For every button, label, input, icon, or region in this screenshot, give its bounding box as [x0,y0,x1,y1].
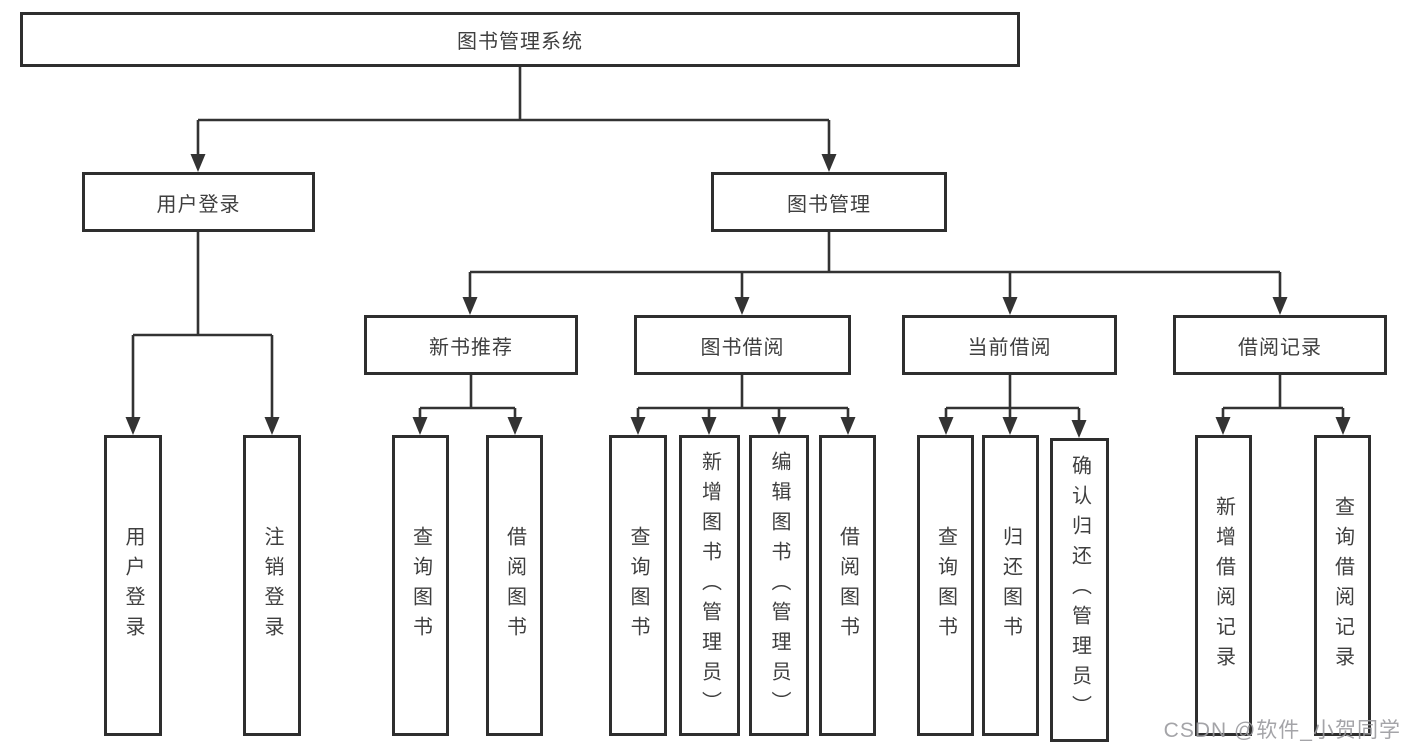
node-user-login: 用户登录 [82,172,315,232]
leaf-user-login: 用户登录 [104,435,162,736]
leaf-borrow-books-2: 借阅图书 [819,435,876,736]
leaf-confirm-return-admin: 确认归还（管理员） [1050,438,1109,742]
node-current-borrowing: 当前借阅 [902,315,1117,375]
node-label: 查询借阅记录 [1331,495,1354,676]
leaf-return-books: 归还图书 [982,435,1039,736]
node-label: 新增借阅记录 [1212,495,1235,676]
leaf-query-borrow-record: 查询借阅记录 [1314,435,1371,736]
node-label: 新书推荐 [429,336,513,359]
node-label: 注销登录 [261,525,283,646]
node-label: 查询图书 [934,525,957,646]
node-label: 图书借阅 [700,336,785,359]
leaf-query-books-3: 查询图书 [917,435,974,736]
leaf-add-books-admin: 新增图书（管理员） [679,435,740,736]
node-label: 查询图书 [409,525,432,646]
node-label: 用户登录 [122,525,144,646]
node-label: 借阅图书 [836,525,859,646]
csdn-watermark: CSDN @软件_小贺同学 [1163,719,1401,742]
leaf-edit-books-admin: 编辑图书（管理员） [749,435,809,736]
leaf-add-borrow-record: 新增借阅记录 [1195,435,1252,736]
node-book-management: 图书管理 [711,172,947,232]
leaf-query-books-1: 查询图书 [392,435,449,736]
node-label: 新增图书（管理员） [698,450,721,721]
node-label: 借阅记录 [1238,336,1322,359]
node-label: 图书管理系统 [457,31,583,53]
node-borrowing-records: 借阅记录 [1173,315,1387,375]
leaf-logout: 注销登录 [243,435,301,736]
node-label: 归还图书 [999,525,1022,646]
leaf-query-books-2: 查询图书 [609,435,667,736]
node-new-book-recommend: 新书推荐 [364,315,578,375]
node-label: 当前借阅 [967,336,1052,359]
leaf-borrow-books-1: 借阅图书 [486,435,543,736]
node-label: 用户登录 [156,193,241,216]
node-label: 确认归还（管理员） [1068,455,1091,725]
node-label: 图书管理 [787,193,871,216]
node-label: 编辑图书（管理员） [768,450,790,721]
node-label: 借阅图书 [503,525,526,646]
node-library-management-system: 图书管理系统 [20,12,1020,67]
node-book-borrowing: 图书借阅 [634,315,851,375]
node-label: 查询图书 [627,525,649,646]
